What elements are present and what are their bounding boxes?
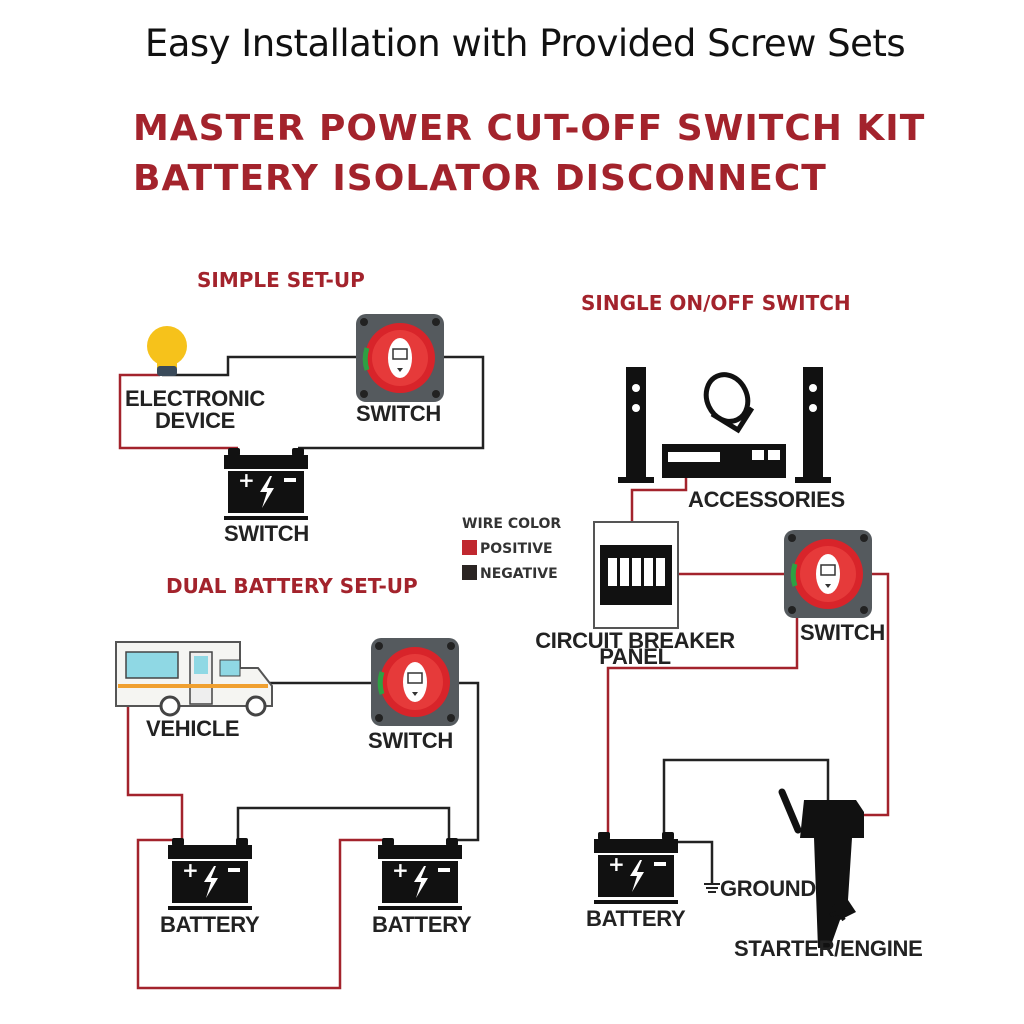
battery-icon xyxy=(168,838,252,910)
dual-switch-battery-wire xyxy=(452,681,480,842)
headline-line-1: MASTER POWER CUT-OFF SWITCH KIT xyxy=(133,108,926,149)
battery-icon xyxy=(594,832,678,904)
positive-swatch xyxy=(462,540,477,555)
outboard-engine-icon xyxy=(778,788,864,948)
switch-icon xyxy=(356,314,444,402)
battery-icon xyxy=(378,838,462,910)
legend-title: WIRE COLOR xyxy=(462,516,562,532)
battery-label: SWITCH xyxy=(224,521,309,546)
breaker-label: CIRCUIT BREAKER PANEL xyxy=(535,630,735,668)
wire-color-legend: WIRE COLOR POSITIVE NEGATIVE xyxy=(462,516,561,582)
legend-item-negative: NEGATIVE xyxy=(462,565,561,582)
circuit-breaker-panel-icon xyxy=(593,521,679,629)
switch-engine-wire xyxy=(860,572,890,817)
receiver-icon xyxy=(662,444,786,478)
dual-series-wire xyxy=(136,838,390,990)
switch-icon xyxy=(784,530,872,618)
simple-negative-wire xyxy=(162,355,358,377)
section-title-dual: DUAL BATTERY SET-UP xyxy=(166,574,418,598)
accessories-label: ACCESSORIES xyxy=(688,487,845,512)
switch-label: SWITCH xyxy=(368,728,453,753)
light-bulb-icon xyxy=(147,326,187,376)
battery-label: BATTERY xyxy=(586,906,686,931)
dual-positive-wire xyxy=(126,694,184,840)
battery-label: BATTERY xyxy=(160,912,260,937)
section-title-simple: SIMPLE SET-UP xyxy=(197,268,365,292)
negative-swatch xyxy=(462,565,477,580)
device-label-line-2: DEVICE xyxy=(154,408,236,433)
dual-battery-link-wire xyxy=(236,806,451,840)
page-title: Easy Installation with Provided Screw Se… xyxy=(144,22,906,65)
device-label-line-1: ELECTRONIC xyxy=(124,386,265,411)
ground-wire xyxy=(672,840,714,884)
ground-icon xyxy=(704,883,720,893)
simple-return-wire xyxy=(298,355,485,450)
accessories-positive-wire xyxy=(630,478,688,522)
speaker-icon xyxy=(618,367,654,483)
headline-line-2: BATTERY ISOLATOR DISCONNECT xyxy=(133,158,827,199)
switch-icon xyxy=(371,638,459,726)
breaker-label-line-1: CIRCUIT BREAKER xyxy=(535,628,735,653)
device-label: ELECTRONIC DEVICE xyxy=(124,388,266,432)
battery-icon xyxy=(224,448,308,520)
battery-label: BATTERY xyxy=(372,912,472,937)
engine-label: STARTER/ENGINE xyxy=(734,936,923,961)
ground-label: GROUND xyxy=(720,876,816,901)
battery-engine-wire xyxy=(662,758,830,834)
switch-label: SWITCH xyxy=(356,401,441,426)
speaker-icon xyxy=(795,367,831,483)
projector-icon xyxy=(703,372,755,434)
rv-vehicle-icon xyxy=(115,641,273,717)
legend-item-positive: POSITIVE xyxy=(462,540,561,557)
battery-positive-wire xyxy=(606,618,799,834)
simple-positive-wire xyxy=(118,373,238,450)
switch-label: SWITCH xyxy=(800,620,885,645)
section-title-single: SINGLE ON/OFF SWITCH xyxy=(581,291,851,315)
vehicle-label: VEHICLE xyxy=(146,716,240,741)
breaker-label-line-2: PANEL xyxy=(599,644,671,669)
